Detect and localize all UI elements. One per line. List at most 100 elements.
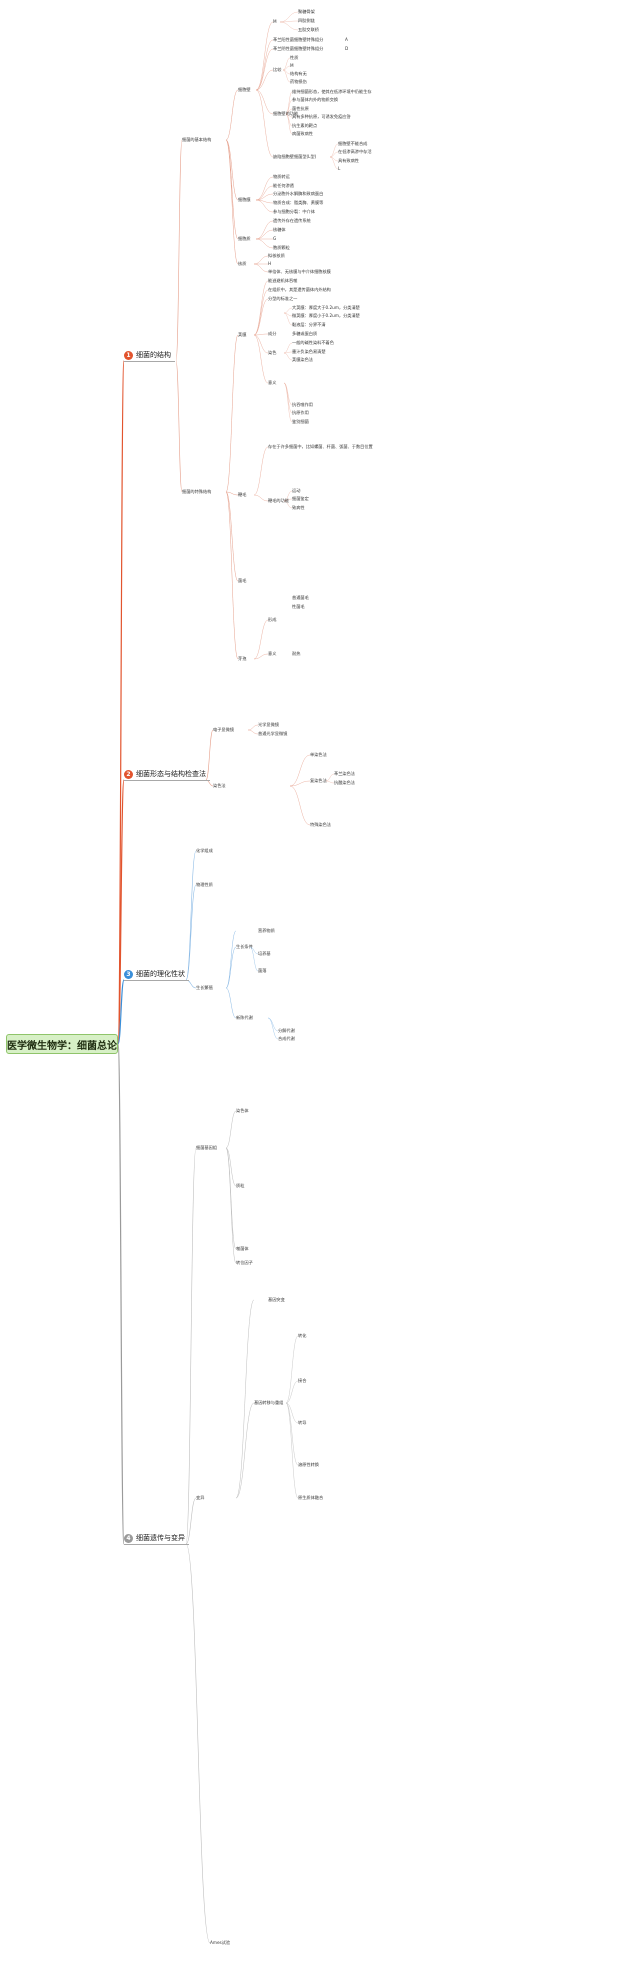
connector-line [283, 490, 293, 502]
connector-line [249, 946, 259, 955]
connector-line [255, 89, 274, 115]
node: 性菌毛 [292, 604, 305, 609]
connector-line [185, 1147, 197, 1545]
node: 核糖体 [273, 227, 286, 232]
node: 细胞壁不能合成 [338, 141, 368, 146]
connector-line [255, 185, 274, 201]
connector-line [253, 333, 269, 336]
connector-line [283, 312, 293, 317]
node: 化学组成 [196, 848, 213, 853]
node: 结构有无 [290, 71, 307, 76]
connector-line [253, 653, 269, 660]
connector-line [235, 1299, 255, 1499]
connector-line [253, 289, 269, 336]
connector-line [255, 199, 274, 213]
connector-line [255, 193, 274, 201]
connector-line [285, 1380, 299, 1404]
connector-line [117, 1043, 125, 1545]
node: 在组织中，其是遗传菌体内外结构 [268, 287, 331, 292]
node: 染色法 [213, 783, 226, 788]
connector-line [225, 1110, 237, 1149]
node: 光学显微镜 [258, 722, 279, 727]
node: 生长条件 [236, 944, 253, 949]
connector-line [282, 65, 291, 71]
node: 染色 [268, 350, 277, 355]
node: 抗生素的靶点 [292, 123, 318, 128]
connector-line [285, 113, 293, 118]
node: 具有致病性 [338, 158, 359, 163]
connector-line [225, 89, 239, 141]
node: 抗酸染色法 [334, 780, 355, 785]
node: 细菌基因组 [196, 1145, 217, 1150]
connector-line [249, 946, 259, 972]
branch-morphology-check[interactable]: 2 细菌形态与结构检查法 [124, 768, 210, 781]
connector-line [255, 69, 274, 91]
node: 革兰染色法 [334, 771, 355, 776]
node: 细菌的基本结构 [182, 137, 212, 142]
node: 微荚膜：厚度小于0.2um，分类清楚 [292, 313, 360, 318]
connector-line [253, 494, 269, 502]
connector-line [282, 69, 291, 83]
connector-line [225, 1147, 237, 1187]
node: 聚糖骨架 [298, 9, 315, 14]
connector-line [225, 139, 239, 201]
branch-number-badge: 2 [124, 769, 133, 779]
connector-line [225, 987, 237, 1019]
connector-line [225, 930, 237, 989]
connector-line [283, 382, 293, 423]
connector-line [329, 156, 339, 162]
connector-line [329, 151, 339, 158]
branch-physico-chemical[interactable]: 3 细菌的理化性状 [124, 968, 189, 981]
branch-genetics[interactable]: 4 细菌遗传与变异 [124, 1532, 189, 1545]
connector-line [205, 729, 214, 781]
node: M [273, 19, 277, 24]
node: 噬菌体 [236, 1246, 249, 1251]
node: 细胞壁的功能 [273, 111, 299, 116]
connector-line [285, 91, 293, 115]
node: 培养基 [258, 951, 271, 956]
connector-line [285, 113, 293, 135]
node: Ames试验 [210, 1940, 231, 1945]
node: 五肽交联桥 [298, 27, 319, 32]
node: 转导 [298, 1420, 307, 1425]
connector-line [117, 779, 125, 1045]
node: 细胞膜 [238, 197, 251, 202]
node: 耐热 [292, 651, 301, 656]
node: 抗吞噬作用 [292, 402, 313, 407]
node: 革兰阳性菌细胞壁特殊组分 [273, 37, 324, 42]
connector-line [285, 1402, 299, 1499]
node: 细菌的特殊结构 [182, 489, 212, 494]
node: 荚膜 [238, 332, 247, 337]
node: 存在于许多细菌中，比如螺菌、杆菌、弧菌、于数目位置 [268, 444, 373, 449]
node: 意义 [268, 380, 277, 385]
node: 单染色法 [310, 752, 327, 757]
node: 细胞壁 [238, 87, 251, 92]
node: G [273, 236, 277, 241]
connector-line [225, 491, 239, 660]
connector-line [289, 785, 311, 826]
node: 质粒 [236, 1183, 245, 1188]
node: 荚膜染色法 [292, 357, 313, 362]
node: 一般的碱性染料不着色 [292, 340, 334, 345]
connector-line [235, 1402, 255, 1499]
connector-line [283, 312, 293, 326]
root-topic[interactable]: 医学微生物学：细菌总论 [6, 1034, 118, 1054]
connector-line [285, 108, 293, 115]
connector-line [253, 446, 269, 496]
branch-number-badge: 3 [124, 969, 133, 979]
connector-line [185, 850, 197, 981]
node: A [345, 37, 348, 42]
connector-line [253, 298, 269, 336]
connector-line [117, 360, 125, 1045]
node: 细胞质 [238, 236, 251, 241]
connector-line [247, 729, 259, 735]
branch-structure[interactable]: 1 细菌的结构 [124, 349, 175, 362]
node: 意义 [268, 651, 277, 656]
node: 物质合成：脂类酶、黄膜等 [273, 200, 324, 205]
connector-line [225, 491, 239, 496]
node: 比较 [273, 67, 282, 72]
node: 核质 [238, 261, 247, 266]
node: 维持细菌形态，使其在低渗环境中仍能生存 [292, 89, 372, 94]
connector-line [255, 220, 274, 240]
